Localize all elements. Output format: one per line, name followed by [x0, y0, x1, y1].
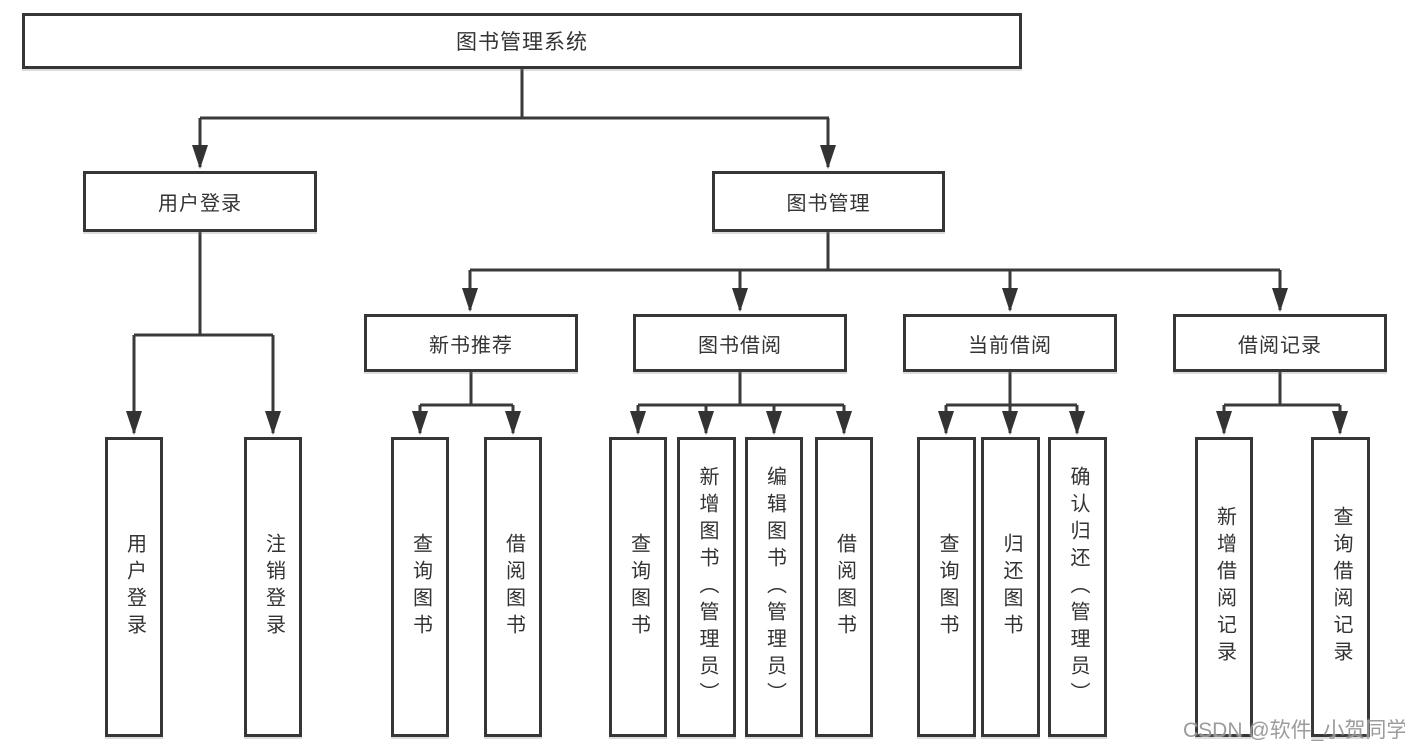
leaf-user-login: 用户登录	[105, 437, 163, 737]
leaf-query-book-current: 查询图书	[917, 437, 976, 737]
leaf-confirm-return-admin: 确认归还（管理员）	[1048, 437, 1107, 737]
trunk-lines	[134, 69, 1340, 407]
arrow-lines	[126, 118, 1348, 435]
leaf-return-book: 归还图书	[981, 437, 1040, 737]
leaf-edit-book-admin: 编辑图书（管理员）	[745, 437, 803, 737]
leaf-add-book-admin: 新增图书（管理员）	[677, 437, 736, 737]
leaf-query-book-recommend: 查询图书	[391, 437, 449, 737]
node-user-login: 用户登录	[83, 171, 317, 232]
node-current-borrowing: 当前借阅	[903, 314, 1117, 372]
leaf-borrow-book: 借阅图书	[815, 437, 873, 737]
node-borrow-records: 借阅记录	[1173, 314, 1387, 372]
watermark: CSDN @软件_小贺同学	[1183, 719, 1405, 742]
node-book-borrowing: 图书借阅	[633, 314, 847, 372]
leaf-query-book-borrowing: 查询图书	[609, 437, 667, 737]
leaf-logout: 注销登录	[244, 437, 302, 737]
leaf-query-borrow-record: 查询借阅记录	[1311, 437, 1370, 737]
node-book-management: 图书管理	[712, 171, 945, 232]
node-library-management-system: 图书管理系统	[22, 13, 1022, 69]
node-new-book-recommend: 新书推荐	[364, 314, 578, 372]
leaf-borrow-book-recommend: 借阅图书	[484, 437, 542, 737]
leaf-add-borrow-record: 新增借阅记录	[1195, 437, 1253, 737]
